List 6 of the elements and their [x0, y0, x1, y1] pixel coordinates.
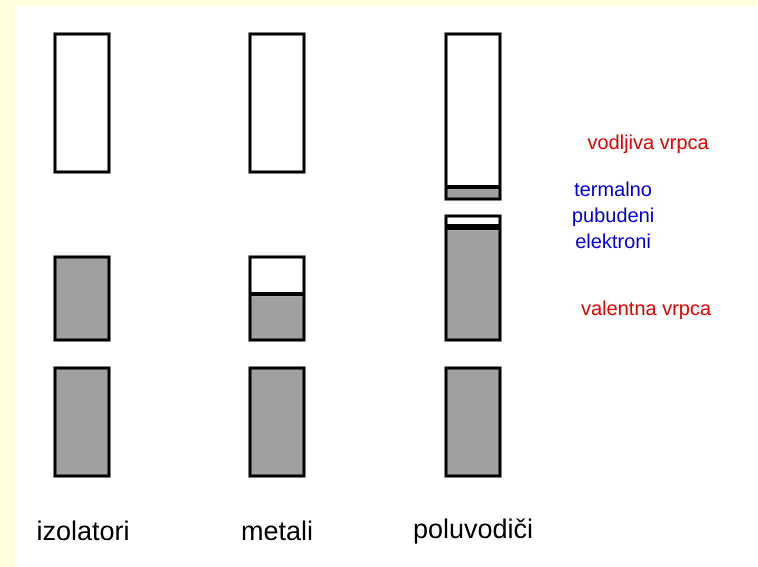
band-label: valentna vrpca — [580, 299, 712, 319]
column-label: izolatori — [36, 518, 130, 545]
column-label: poluvodiči — [412, 516, 534, 543]
column-label: metali — [240, 518, 314, 545]
band-label: vodljiva vrpca — [587, 133, 709, 153]
electron-label: termalno pubudeni elektroni — [570, 178, 656, 255]
